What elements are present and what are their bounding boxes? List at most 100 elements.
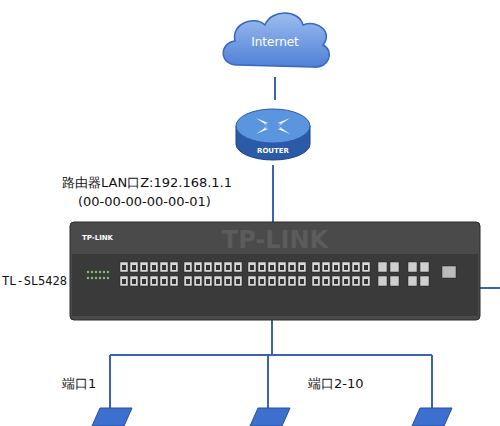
- port-socket: [186, 279, 190, 284]
- port-socket: [132, 265, 136, 270]
- ethernet-port: [288, 276, 296, 286]
- wire: [431, 355, 433, 410]
- ethernet-port: [322, 276, 330, 286]
- ethernet-port: [194, 262, 202, 272]
- port-socket: [280, 279, 284, 284]
- port-socket: [142, 279, 146, 284]
- ethernet-port: [204, 276, 212, 286]
- port-socket: [132, 279, 136, 284]
- ethernet-port: [160, 276, 168, 286]
- ethernet-port: [194, 276, 202, 286]
- port-socket: [152, 279, 156, 284]
- uplink-port: [420, 276, 429, 286]
- node-outline: [228, 100, 318, 165]
- ethernet-port: [268, 262, 276, 272]
- ethernet-port: [362, 276, 370, 286]
- ethernet-port: [312, 276, 320, 286]
- port-socket: [250, 279, 254, 284]
- port-socket: [270, 265, 274, 270]
- ethernet-port: [278, 262, 286, 272]
- port-socket: [314, 265, 318, 270]
- pc-icon: [92, 408, 132, 426]
- port-socket: [354, 279, 358, 284]
- ethernet-port: [258, 276, 266, 286]
- port-socket: [162, 279, 166, 284]
- ethernet-port: [362, 262, 370, 272]
- uplink-port: [408, 262, 417, 272]
- ethernet-port: [150, 262, 158, 272]
- status-led: [87, 277, 89, 279]
- ethernet-port: [248, 262, 256, 272]
- port-label: 端口1: [62, 375, 96, 393]
- ethernet-port: [140, 262, 148, 272]
- router-arrow: [278, 126, 290, 134]
- port-socket: [216, 279, 220, 284]
- ethernet-port: [204, 262, 212, 272]
- port-socket: [354, 265, 358, 270]
- ethernet-port: [170, 262, 178, 272]
- ethernet-port: [322, 262, 330, 272]
- uplink-port: [408, 276, 417, 286]
- ethernet-port: [332, 262, 340, 272]
- ethernet-port: [342, 276, 350, 286]
- ethernet-port: [120, 276, 128, 286]
- port-socket: [260, 279, 264, 284]
- ethernet-port: [160, 262, 168, 272]
- ethernet-port: [332, 276, 340, 286]
- router-node: ROUTER: [228, 100, 318, 165]
- port-socket: [196, 265, 200, 270]
- port-socket: [344, 265, 348, 270]
- port-socket: [226, 265, 230, 270]
- switch-front-panel: [72, 254, 478, 316]
- wire: [267, 355, 269, 410]
- port-socket: [122, 279, 126, 284]
- console-port: [442, 266, 456, 278]
- uplink-port: [378, 276, 387, 286]
- port-socket: [152, 265, 156, 270]
- port-socket: [290, 279, 294, 284]
- cloud-node: Internet: [215, 5, 335, 77]
- network-link: [274, 77, 276, 100]
- port-socket: [314, 279, 318, 284]
- cloud-label: Internet: [215, 35, 335, 49]
- model-label: TL-SL5428: [2, 274, 67, 288]
- port-socket: [334, 279, 338, 284]
- port-socket: [206, 279, 210, 284]
- ethernet-port: [140, 276, 148, 286]
- uplink-port: [378, 262, 387, 272]
- port-socket: [334, 265, 338, 270]
- port-socket: [196, 279, 200, 284]
- ethernet-port: [224, 276, 232, 286]
- wire: [110, 354, 432, 356]
- router-top: [236, 109, 310, 143]
- ethernet-port: [258, 262, 266, 272]
- router-arrow: [256, 126, 268, 134]
- port-socket: [122, 265, 126, 270]
- status-led: [95, 277, 97, 279]
- ethernet-port: [130, 262, 138, 272]
- status-led: [95, 271, 97, 273]
- status-led: [99, 271, 101, 273]
- ethernet-port: [342, 262, 350, 272]
- brand-emboss: TP-LINK: [70, 226, 480, 254]
- port-socket: [300, 279, 304, 284]
- uplink-port: [420, 262, 429, 272]
- ethernet-port: [298, 262, 306, 272]
- ethernet-port: [224, 262, 232, 272]
- port-socket: [250, 265, 254, 270]
- status-led: [91, 277, 93, 279]
- ethernet-port: [352, 276, 360, 286]
- port-socket: [236, 279, 240, 284]
- port-socket: [206, 265, 210, 270]
- ethernet-port: [214, 276, 222, 286]
- ethernet-port: [248, 276, 256, 286]
- ethernet-port: [120, 262, 128, 272]
- port-socket: [280, 265, 284, 270]
- pc-icon: [412, 408, 452, 426]
- port-socket: [324, 265, 328, 270]
- port-socket: [344, 279, 348, 284]
- status-led: [91, 271, 93, 273]
- ethernet-port: [184, 262, 192, 272]
- port-socket: [226, 279, 230, 284]
- ethernet-port: [278, 276, 286, 286]
